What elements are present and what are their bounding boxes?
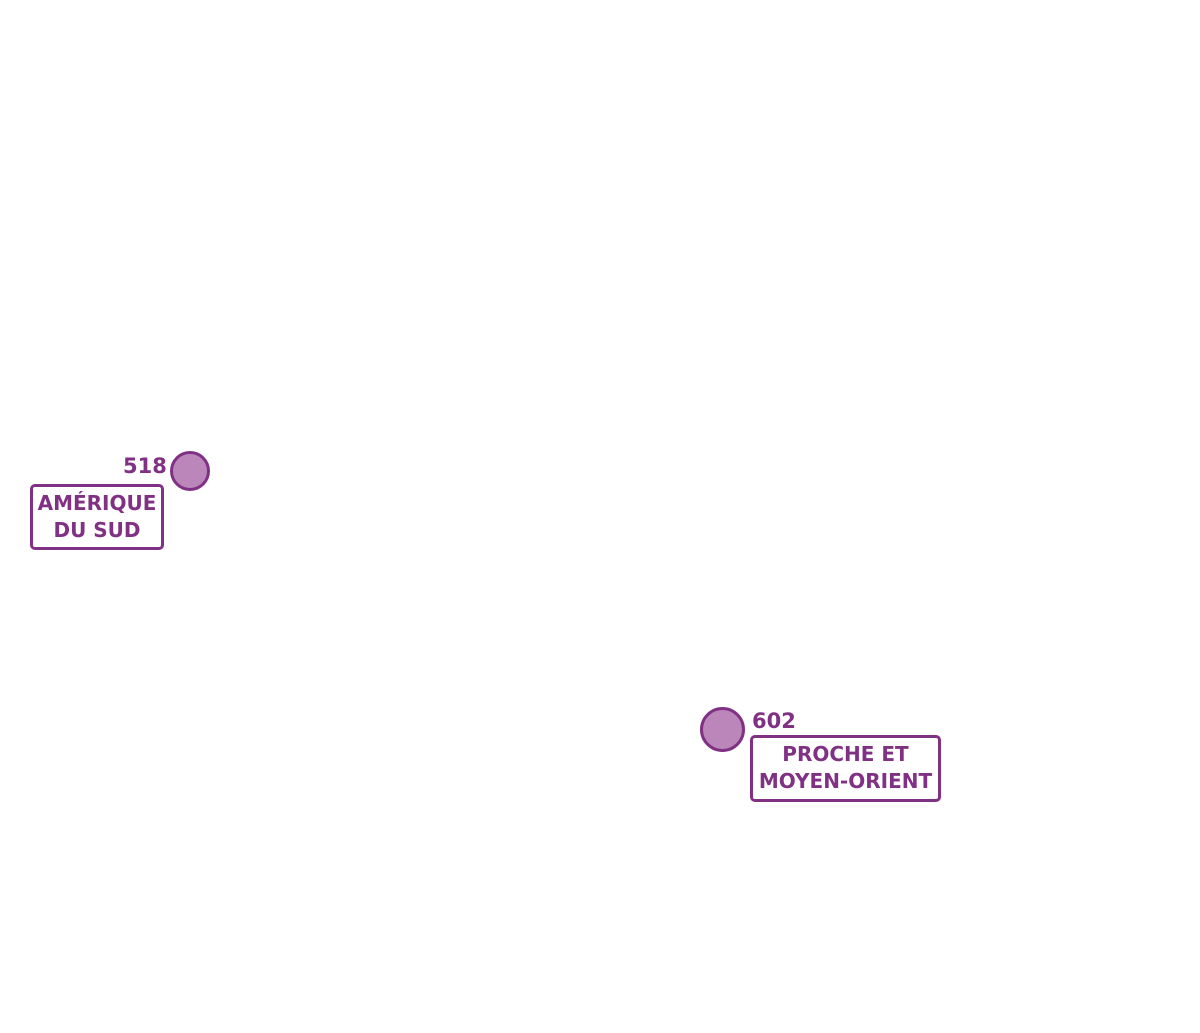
region-name-box: PROCHE ET MOYEN-ORIENT <box>750 735 941 802</box>
region-name-line: PROCHE ET <box>782 742 909 766</box>
value-label: 518 <box>123 454 167 478</box>
value-label: 602 <box>752 709 796 733</box>
region-name-line: AMÉRIQUE <box>37 491 157 515</box>
circle-marker-icon[interactable] <box>700 707 745 752</box>
circle-marker-icon[interactable] <box>170 451 210 491</box>
region-name-line: DU SUD <box>53 518 141 542</box>
region-name-line: MOYEN-ORIENT <box>758 769 933 793</box>
region-name-box: AMÉRIQUE DU SUD <box>30 484 164 550</box>
